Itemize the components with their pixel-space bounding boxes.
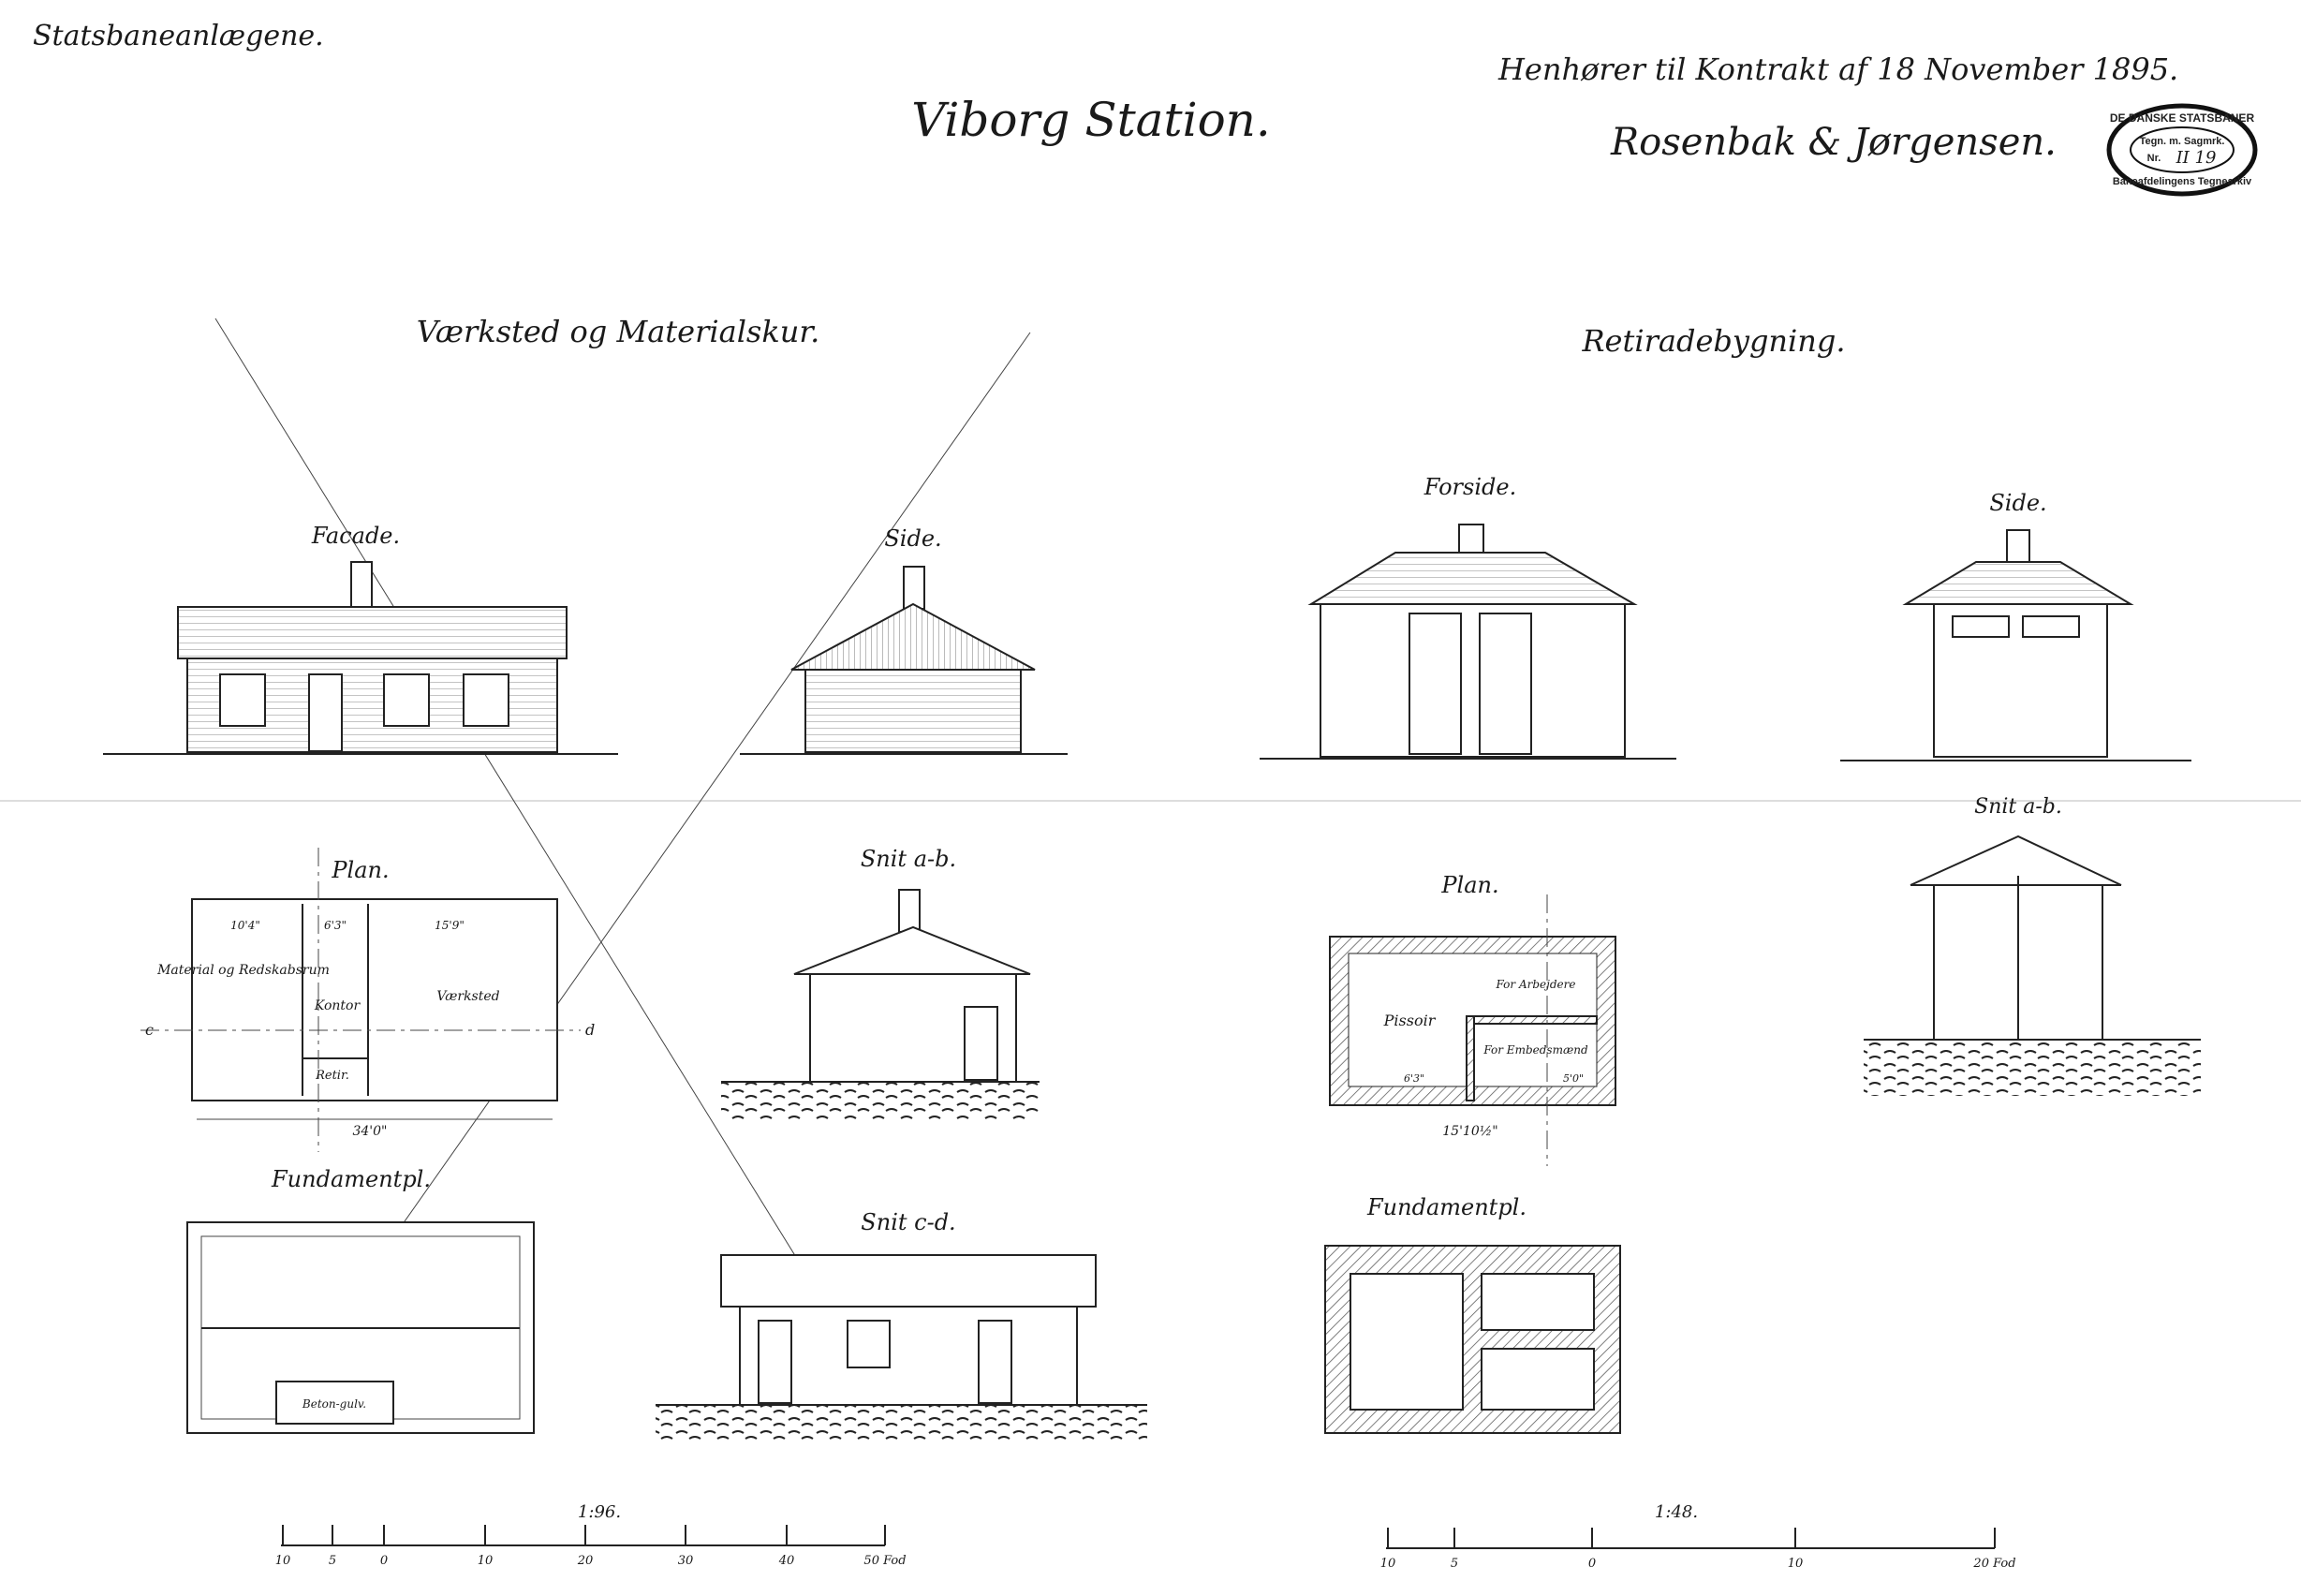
- svg-text:15'9": 15'9": [435, 919, 465, 932]
- svg-text:Nr.: Nr.: [2147, 153, 2161, 164]
- svg-text:Fundamentpl.: Fundamentpl.: [271, 1166, 431, 1192]
- svg-text:Plan.: Plan.: [1440, 872, 1498, 898]
- scale-tick-label: 0: [1588, 1557, 1596, 1571]
- svg-text:Tegn. m. Sagmrk.: Tegn. m. Sagmrk.: [2140, 136, 2225, 147]
- scale-bar-1-48: 1:48. 10 5 0 10 20 Fod: [1380, 1502, 2016, 1571]
- svg-text:Facade.: Facade.: [311, 523, 400, 549]
- retirade-side: Side.: [1840, 490, 2191, 761]
- svg-text:Retir.: Retir.: [315, 1069, 349, 1083]
- svg-text:For Arbejdere: For Arbejdere: [1496, 978, 1576, 991]
- workshop-title: Værksted og Materialskur.: [417, 314, 820, 349]
- svg-text:II 19: II 19: [2176, 148, 2217, 168]
- diagonal-line: [214, 318, 900, 1425]
- scale-tick-label: 10: [1788, 1557, 1804, 1571]
- scale-tick-label: 0: [380, 1554, 388, 1568]
- svg-text:Plan.: Plan.: [331, 857, 389, 883]
- scale-tick-label: 10: [478, 1554, 494, 1568]
- scale-tick-label: 30: [678, 1554, 694, 1568]
- archive-stamp: DE DANSKE STATSBANER Tegn. m. Sagmrk. Nr…: [2106, 103, 2258, 197]
- svg-text:Baneafdelingens Tegnearkiv: Baneafdelingens Tegnearkiv: [2113, 176, 2252, 187]
- series-title: Statsbaneanlægene.: [33, 20, 324, 52]
- scale-tick-label: 5: [329, 1554, 336, 1568]
- svg-text:d: d: [585, 1021, 595, 1039]
- retirade-section-ab: Snit a-b.: [1864, 795, 2201, 1096]
- svg-text:Side.: Side.: [884, 525, 941, 552]
- svg-text:1:48.: 1:48.: [1655, 1502, 1698, 1522]
- svg-text:DE DANSKE STATSBANER: DE DANSKE STATSBANER: [2110, 111, 2255, 125]
- svg-text:c: c: [145, 1021, 154, 1039]
- scale-tick-label: 40: [778, 1554, 795, 1568]
- workshop-side: Side.: [740, 525, 1068, 755]
- scale-tick-label: 10: [1380, 1557, 1396, 1571]
- svg-text:Beton-gulv.: Beton-gulv.: [302, 1397, 366, 1411]
- scale-tick-label: 50 Fod: [863, 1554, 906, 1568]
- retirade-title: Retiradebygning.: [1581, 323, 1845, 359]
- workshop-section-ab: Snit a-b.: [721, 846, 1040, 1119]
- svg-text:Fundamentpl.: Fundamentpl.: [1366, 1194, 1527, 1220]
- workshop-plan: Plan. Material og Redskabsrum Kontor Vær…: [140, 848, 595, 1152]
- scale-tick-label: 10: [275, 1554, 291, 1568]
- svg-text:Forside.: Forside.: [1423, 474, 1516, 500]
- svg-text:6'3": 6'3": [1404, 1072, 1424, 1085]
- workshop-section-cd: Snit c-d.: [656, 1209, 1147, 1442]
- scale-tick-label: 20: [577, 1554, 594, 1568]
- svg-text:1:96.: 1:96.: [578, 1502, 621, 1522]
- scale-bar-1-96: 1:96. 10 5 0 10 20 30 40 50 Fod: [275, 1502, 907, 1568]
- svg-text:Material og Redskabsrum: Material og Redskabsrum: [156, 963, 330, 978]
- retirade-side-label: Side.: [1989, 490, 2046, 516]
- svg-text:Snit c-d.: Snit c-d.: [861, 1209, 955, 1235]
- svg-text:15'10½": 15'10½": [1442, 1124, 1498, 1139]
- svg-text:6'3": 6'3": [324, 919, 347, 932]
- scale-tick-label: 20 Fod: [1972, 1557, 2015, 1571]
- svg-text:Snit a-b.: Snit a-b.: [1974, 795, 2062, 819]
- retirade-foundation: Fundamentpl.: [1324, 1194, 1621, 1434]
- retirade-front: Forside.: [1260, 474, 1676, 760]
- svg-text:Værksted: Værksted: [436, 989, 499, 1004]
- svg-text:5'0": 5'0": [1563, 1072, 1584, 1085]
- svg-text:For Embedsmænd: For Embedsmænd: [1482, 1043, 1588, 1057]
- station-title: Viborg Station.: [911, 93, 1271, 147]
- svg-text:Snit a-b.: Snit a-b.: [861, 846, 956, 872]
- svg-text:10'4": 10'4": [230, 919, 260, 932]
- signature: Rosenbak & Jørgensen.: [1610, 121, 2057, 164]
- scale-tick-label: 5: [1451, 1557, 1458, 1571]
- svg-text:34'0": 34'0": [352, 1124, 387, 1139]
- contract-note: Henhører til Kontrakt af 18 November 189…: [1497, 52, 2178, 87]
- svg-text:Kontor: Kontor: [314, 998, 361, 1013]
- svg-text:Pissoir: Pissoir: [1383, 1012, 1437, 1029]
- retirade-plan: Plan. Pissoir For Arbejdere For Embedsmæ…: [1329, 872, 1616, 1166]
- workshop-facade: Facade.: [103, 523, 618, 755]
- workshop-foundation: Fundamentpl. Beton-gulv.: [186, 1166, 535, 1434]
